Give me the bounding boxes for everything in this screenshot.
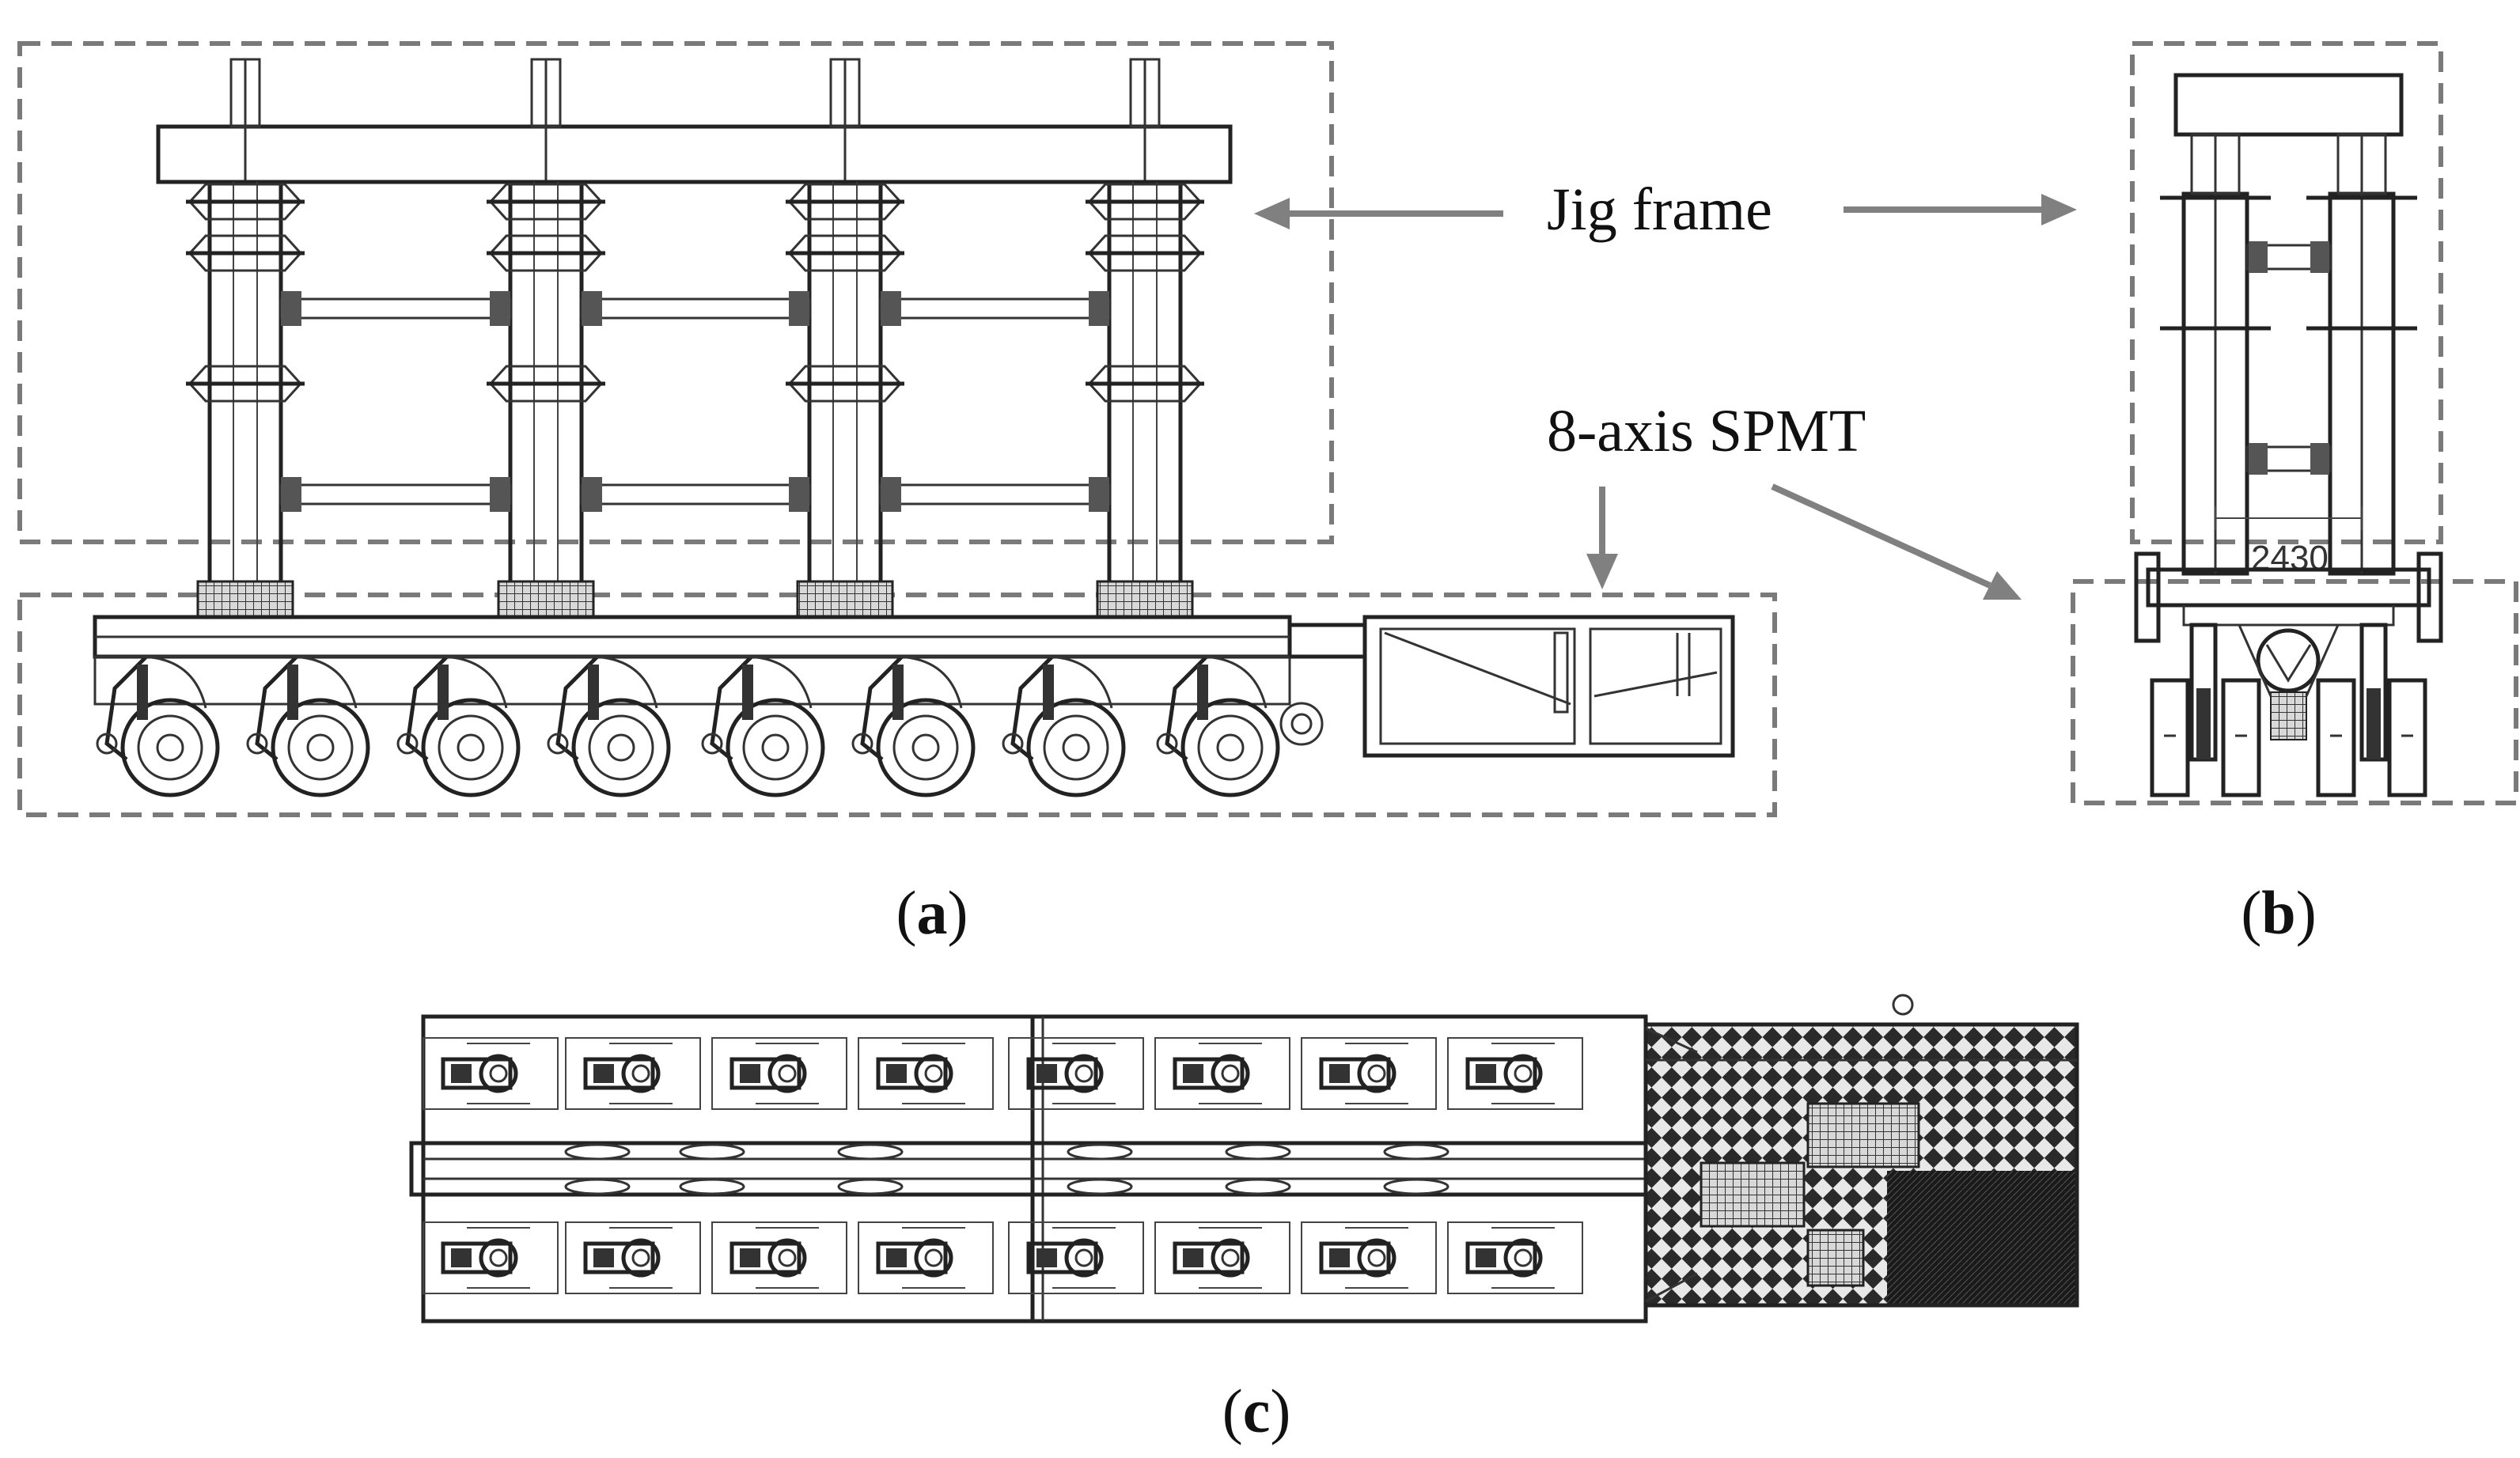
spine-ellipse-5 xyxy=(679,1178,745,1195)
caption-a: a xyxy=(917,878,948,947)
jig-column-3 xyxy=(786,58,904,619)
wheel-set-8-2 xyxy=(1447,1221,1583,1294)
spine-ellipses xyxy=(564,1143,1449,1195)
wheel-7 xyxy=(1002,655,1126,797)
spine-ellipse-1 xyxy=(564,1143,631,1161)
jig-frame-label: Jig frame xyxy=(1547,176,1772,243)
spine-ellipse-3 xyxy=(837,1143,904,1161)
brace-3-1 xyxy=(879,291,1111,326)
annotations: Jig frame 8-axis SPMT (a) (b) (c) xyxy=(896,176,2317,1445)
power-pack-a xyxy=(1362,615,1735,758)
spine-ellipse-11 xyxy=(1225,1178,1291,1195)
caption-b: b xyxy=(2261,878,2295,947)
jig-column-2 xyxy=(487,58,605,619)
wheel-2 xyxy=(246,655,370,797)
spmt-label: 8-axis SPMT xyxy=(1547,398,1866,464)
brace-1-2 xyxy=(279,477,512,512)
wheel-set-2-2 xyxy=(565,1221,701,1294)
spmt-wheels-a xyxy=(96,655,1280,797)
wheel-set-6-2 xyxy=(1154,1221,1290,1294)
wheel-sets-top xyxy=(423,1037,1583,1294)
panel-a-side-view xyxy=(17,41,1777,817)
jig-columns-a xyxy=(186,58,1204,619)
jig-frame-box-a xyxy=(17,41,1334,544)
brace-1-1 xyxy=(279,291,512,326)
wheel-set-7-2 xyxy=(1301,1221,1437,1294)
brace-2-2 xyxy=(580,477,811,512)
jig-column-4 xyxy=(1086,58,1204,619)
center-spine xyxy=(409,1141,1648,1197)
wheel-set-8-1 xyxy=(1447,1037,1583,1110)
wheel-8 xyxy=(1156,655,1280,797)
svg-text:(b): (b) xyxy=(2241,878,2316,947)
spine-ellipse-9 xyxy=(1383,1143,1449,1161)
wheel-set-4-2 xyxy=(858,1221,994,1294)
wheel-3 xyxy=(396,655,521,797)
jig-braces-a xyxy=(279,291,1111,512)
wheel-set-1-1 xyxy=(423,1037,559,1110)
spine-ellipse-2 xyxy=(679,1143,745,1161)
wheel-set-3-1 xyxy=(711,1037,847,1110)
wheel-set-6-1 xyxy=(1154,1037,1290,1110)
spine-ellipse-7 xyxy=(1067,1143,1133,1161)
wheel-5 xyxy=(701,655,825,797)
spine-ellipse-6 xyxy=(837,1178,904,1195)
arrow-to-spmt-b xyxy=(1771,483,1991,589)
wheel-6 xyxy=(851,655,976,797)
caption-c: c xyxy=(1243,1377,1271,1445)
spine-ellipse-4 xyxy=(564,1178,631,1195)
wheel-set-2-1 xyxy=(565,1037,701,1110)
wheel-1 xyxy=(96,655,220,797)
svg-text:(c): (c) xyxy=(1222,1377,1291,1445)
spmt-chassis-a xyxy=(93,655,1291,706)
top-beam-a xyxy=(156,124,1233,184)
wheel-set-7-1 xyxy=(1301,1037,1437,1110)
spmt-box-a xyxy=(17,593,1777,817)
wheel-4 xyxy=(547,655,671,797)
panel-c-top-view xyxy=(409,994,2079,1324)
wheel-set-4-1 xyxy=(858,1037,994,1110)
wheel-set-1-2 xyxy=(423,1221,559,1294)
brace-2-1 xyxy=(580,291,811,326)
brace-3-2 xyxy=(879,477,1111,512)
spmt-deck-b xyxy=(2146,567,2431,608)
spmt-box-b xyxy=(2071,579,2518,805)
panel-b-end-view: 2430 xyxy=(2071,41,2518,805)
dimension-label: 2430 xyxy=(2251,539,2329,578)
svg-text:(a): (a) xyxy=(896,878,968,947)
jig-frame-box-b xyxy=(2130,41,2443,544)
wheel-set-3-2 xyxy=(711,1221,847,1294)
jig-column-1 xyxy=(186,58,305,619)
top-beam-b xyxy=(2173,73,2404,137)
spine-ellipse-12 xyxy=(1383,1178,1449,1195)
wheel-set-5-1 xyxy=(1008,1037,1144,1110)
spine-ellipse-10 xyxy=(1067,1178,1133,1195)
wheel-set-5-2 xyxy=(1008,1221,1144,1294)
spine-ellipse-8 xyxy=(1225,1143,1291,1161)
